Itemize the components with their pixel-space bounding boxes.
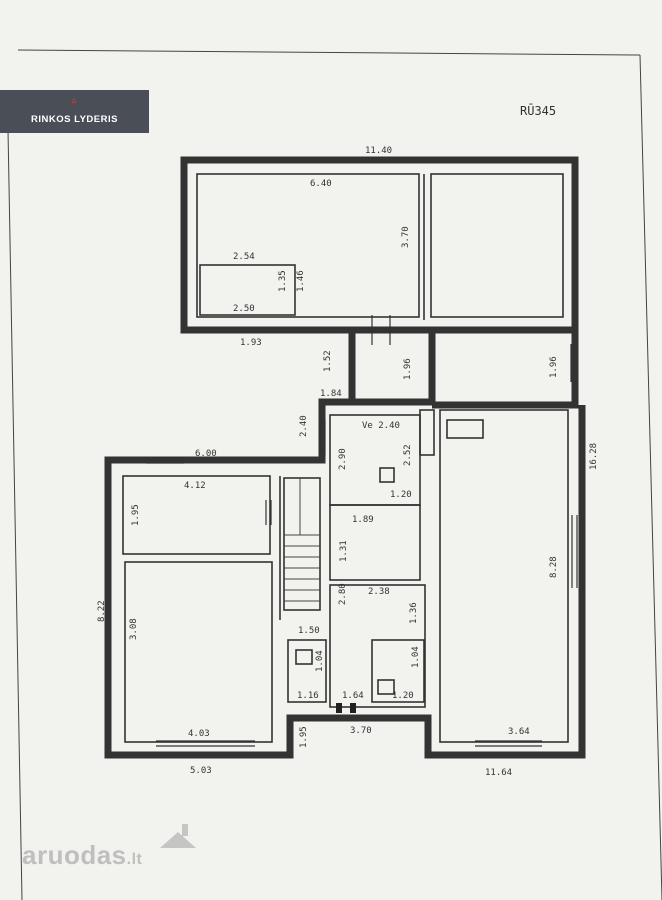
dim-bath-d: 1.64 [342, 691, 364, 701]
dim-left-wing-top: 6.00 [195, 449, 217, 459]
dim-bath-b: 1.04 [315, 650, 325, 672]
dim-sub-room-bottom: 2.50 [233, 304, 255, 314]
chimney [419, 409, 435, 456]
sub-room [199, 264, 296, 316]
corner-label: RŪ345 [520, 104, 556, 118]
dim-hall-side: 2.80 [338, 583, 348, 605]
dim-bottom-left-total: 5.03 [190, 766, 212, 776]
window-marks [146, 315, 578, 747]
dim-room-left-b-height: 3.08 [129, 618, 139, 640]
dim-bottom-mid: 3.70 [350, 726, 372, 736]
vent-box [446, 419, 484, 439]
site-watermark: aruodas.lt [22, 840, 142, 871]
room-left-a [122, 475, 271, 555]
dim-bottom-step: 1.95 [299, 726, 309, 748]
dim-vent-label: Ve 2.40 [362, 421, 400, 431]
staircase [283, 477, 321, 611]
corridor-right [432, 326, 579, 409]
room-left-b [124, 561, 273, 743]
dim-corridor-a: 1.52 [323, 350, 333, 372]
dim-left-height: 8.22 [97, 600, 107, 622]
dim-room-left-a-height: 1.95 [131, 504, 141, 526]
dim-right-small: 1.96 [549, 356, 559, 378]
toilet-fixture [377, 679, 395, 695]
dim-right-total-height: 16.28 [589, 443, 599, 470]
lower-outline [104, 405, 586, 759]
paper-edge-right [639, 54, 662, 900]
dim-corridor-c: 1.84 [320, 389, 342, 399]
bathroom [287, 639, 327, 703]
home-icon: ⌂ [71, 96, 78, 105]
agency-logo: ⌂ RINKOS LYDERIS [0, 90, 149, 133]
stove-fixture [379, 467, 395, 483]
room-top-left [196, 173, 420, 318]
dim-hall-width: 2.38 [368, 587, 390, 597]
hall-lower [329, 584, 426, 708]
dim-room-top-left-width: 6.40 [310, 179, 332, 189]
dim-small-side: 1.36 [409, 602, 419, 624]
dim-top-overall: 11.40 [365, 146, 392, 156]
dim-kitchen-top: 2.40 [299, 415, 309, 437]
dim-sub-room-b: 1.46 [296, 270, 306, 292]
room-right [439, 409, 569, 743]
dim-bath-a: 1.50 [298, 626, 320, 636]
house-icon [160, 824, 196, 848]
dim-stair-side: 2.90 [338, 448, 348, 470]
dim-sub-room-a: 1.35 [278, 270, 288, 292]
dim-bath-c: 1.16 [297, 691, 319, 701]
dim-mid-a: 1.89 [352, 515, 374, 525]
paper-edge-left [7, 129, 23, 900]
corridor-left [300, 330, 356, 464]
dim-corridor-b: 1.96 [403, 358, 413, 380]
dim-sub-room-width: 2.54 [233, 252, 255, 262]
hall-mid [329, 504, 421, 581]
room-top-right [430, 173, 564, 318]
dim-mid-b: 1.31 [339, 540, 349, 562]
dim-room-left-b-width: 4.03 [188, 729, 210, 739]
paper-edge-top [17, 49, 641, 56]
sink-fixture [295, 649, 313, 665]
dim-below-top-left: 1.93 [240, 338, 262, 348]
dim-stair-width: 1.20 [390, 490, 412, 500]
corridor-core [348, 326, 436, 406]
dim-stair-room-label: 2.52 [403, 444, 413, 466]
dim-right-room-width: 3.64 [508, 727, 530, 737]
dim-bottom-right-total: 11.64 [485, 768, 512, 778]
watermark-tld: .lt [126, 851, 143, 868]
watermark-name: aruodas [22, 840, 127, 870]
logo-caption: RINKOS LYDERIS [31, 114, 118, 125]
dim-room-top-left-height: 3.70 [401, 226, 411, 248]
dim-right-room-height: 8.28 [549, 556, 559, 578]
dim-wc-a: 1.04 [411, 646, 421, 668]
dim-wc-b: 1.20 [392, 691, 414, 701]
dim-room-left-a-width: 4.12 [184, 481, 206, 491]
wc [371, 639, 425, 703]
